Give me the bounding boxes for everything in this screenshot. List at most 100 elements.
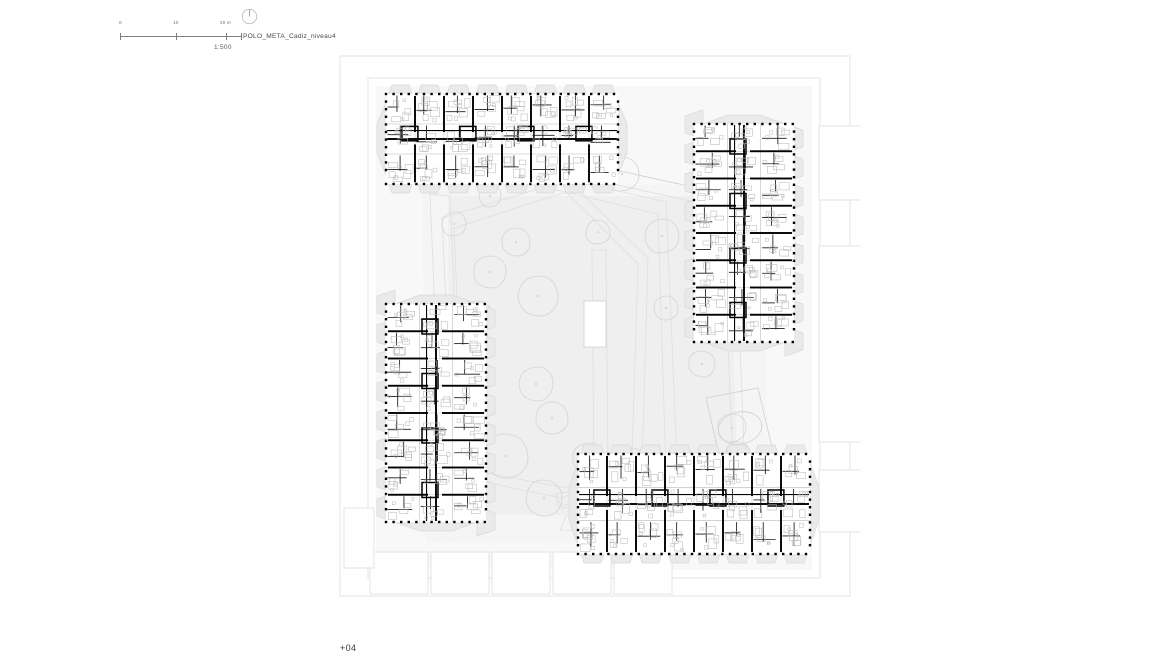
party-wall [388, 357, 428, 360]
furniture-item [406, 311, 415, 317]
perimeter-column [692, 138, 696, 141]
furniture-item [743, 471, 750, 481]
perimeter-column [384, 310, 388, 313]
furniture-item [710, 235, 719, 244]
perimeter-column [708, 340, 711, 344]
furniture-item [771, 274, 782, 281]
party-wall [559, 96, 561, 132]
perimeter-column [407, 92, 410, 96]
perimeter-column [498, 92, 502, 96]
perimeter-column [789, 552, 792, 556]
fixture-item [743, 333, 748, 337]
fixture-item [725, 498, 730, 503]
furniture-item [448, 173, 456, 179]
furniture-item [736, 167, 746, 176]
furniture-item [514, 137, 520, 144]
perimeter-column [751, 452, 754, 456]
fixture-item [741, 245, 746, 249]
apartment-unit [445, 125, 471, 153]
furniture-item [440, 475, 450, 483]
furniture-item [770, 184, 777, 192]
perimeter-column [392, 520, 395, 524]
furniture-item [430, 107, 441, 117]
perimeter-column [692, 130, 696, 133]
perimeter-column [384, 302, 388, 306]
party-wall [635, 456, 637, 496]
perimeter-column [468, 182, 471, 186]
perimeter-column [723, 340, 726, 344]
furniture-item [462, 387, 470, 395]
furniture-item [458, 108, 468, 118]
fixture-item [431, 367, 436, 372]
fixture-item [670, 512, 674, 517]
perimeter-column [384, 348, 388, 351]
apartment-unit [728, 125, 753, 149]
perimeter-column [792, 160, 796, 164]
perimeter-column [692, 160, 696, 164]
perimeter-column [675, 452, 678, 456]
party-wall [693, 456, 695, 496]
fixture-item [568, 133, 572, 137]
furniture-item [446, 115, 453, 121]
perimeter-column [484, 401, 488, 404]
perimeter-column [776, 340, 779, 344]
perimeter-column [616, 108, 620, 111]
perimeter-column [484, 416, 488, 420]
party-wall [442, 357, 484, 360]
party-wall [443, 144, 445, 183]
perimeter-column [384, 161, 388, 164]
furniture-item [738, 505, 747, 516]
furniture-item [755, 458, 764, 469]
perimeter-column [616, 168, 620, 172]
party-wall [588, 144, 590, 183]
furniture-item [615, 499, 624, 507]
perimeter-column [683, 452, 686, 456]
fixture-item [720, 322, 724, 326]
apartment-unit [782, 455, 806, 479]
perimeter-column [692, 340, 696, 344]
perimeter-column [384, 363, 388, 366]
residential-block-north [376, 84, 628, 194]
perimeter-column [792, 138, 796, 141]
perimeter-column [692, 305, 696, 308]
perimeter-column [690, 452, 694, 456]
fixture-item [452, 139, 458, 145]
apartment-unit [420, 496, 444, 520]
fixture-item [774, 192, 778, 197]
furniture-item [750, 271, 757, 278]
party-wall [442, 384, 484, 387]
furniture-item [453, 404, 465, 410]
furniture-item [595, 167, 605, 173]
fixture-item [473, 307, 478, 312]
fixture-item [611, 172, 616, 177]
furniture-item [389, 478, 396, 486]
furniture-item [736, 224, 744, 231]
furniture-item [699, 305, 707, 313]
furniture-item [505, 141, 512, 148]
perimeter-column [415, 182, 418, 186]
fixture-item [708, 196, 713, 201]
perimeter-column [484, 462, 488, 465]
furniture-item [464, 362, 472, 369]
fixture-item [543, 143, 547, 147]
tree-trunk [700, 362, 704, 366]
furniture-item [614, 511, 622, 520]
furniture-item [565, 100, 572, 107]
furniture-item [437, 305, 447, 310]
furniture-item [507, 106, 518, 115]
perimeter-column [808, 544, 812, 547]
vertical-core [729, 192, 747, 210]
party-wall [722, 456, 724, 496]
furniture-item [637, 522, 644, 529]
fixture-item [582, 467, 586, 471]
furniture-item [748, 194, 756, 199]
fixture-item [428, 390, 433, 395]
tree-canopy [585, 219, 611, 245]
perimeter-column [484, 432, 488, 435]
furniture-item [700, 217, 711, 223]
perimeter-column [476, 182, 479, 186]
furniture-item [478, 135, 489, 143]
perimeter-column [808, 460, 812, 463]
fixture-item [429, 442, 433, 446]
fixture-item [404, 126, 410, 132]
